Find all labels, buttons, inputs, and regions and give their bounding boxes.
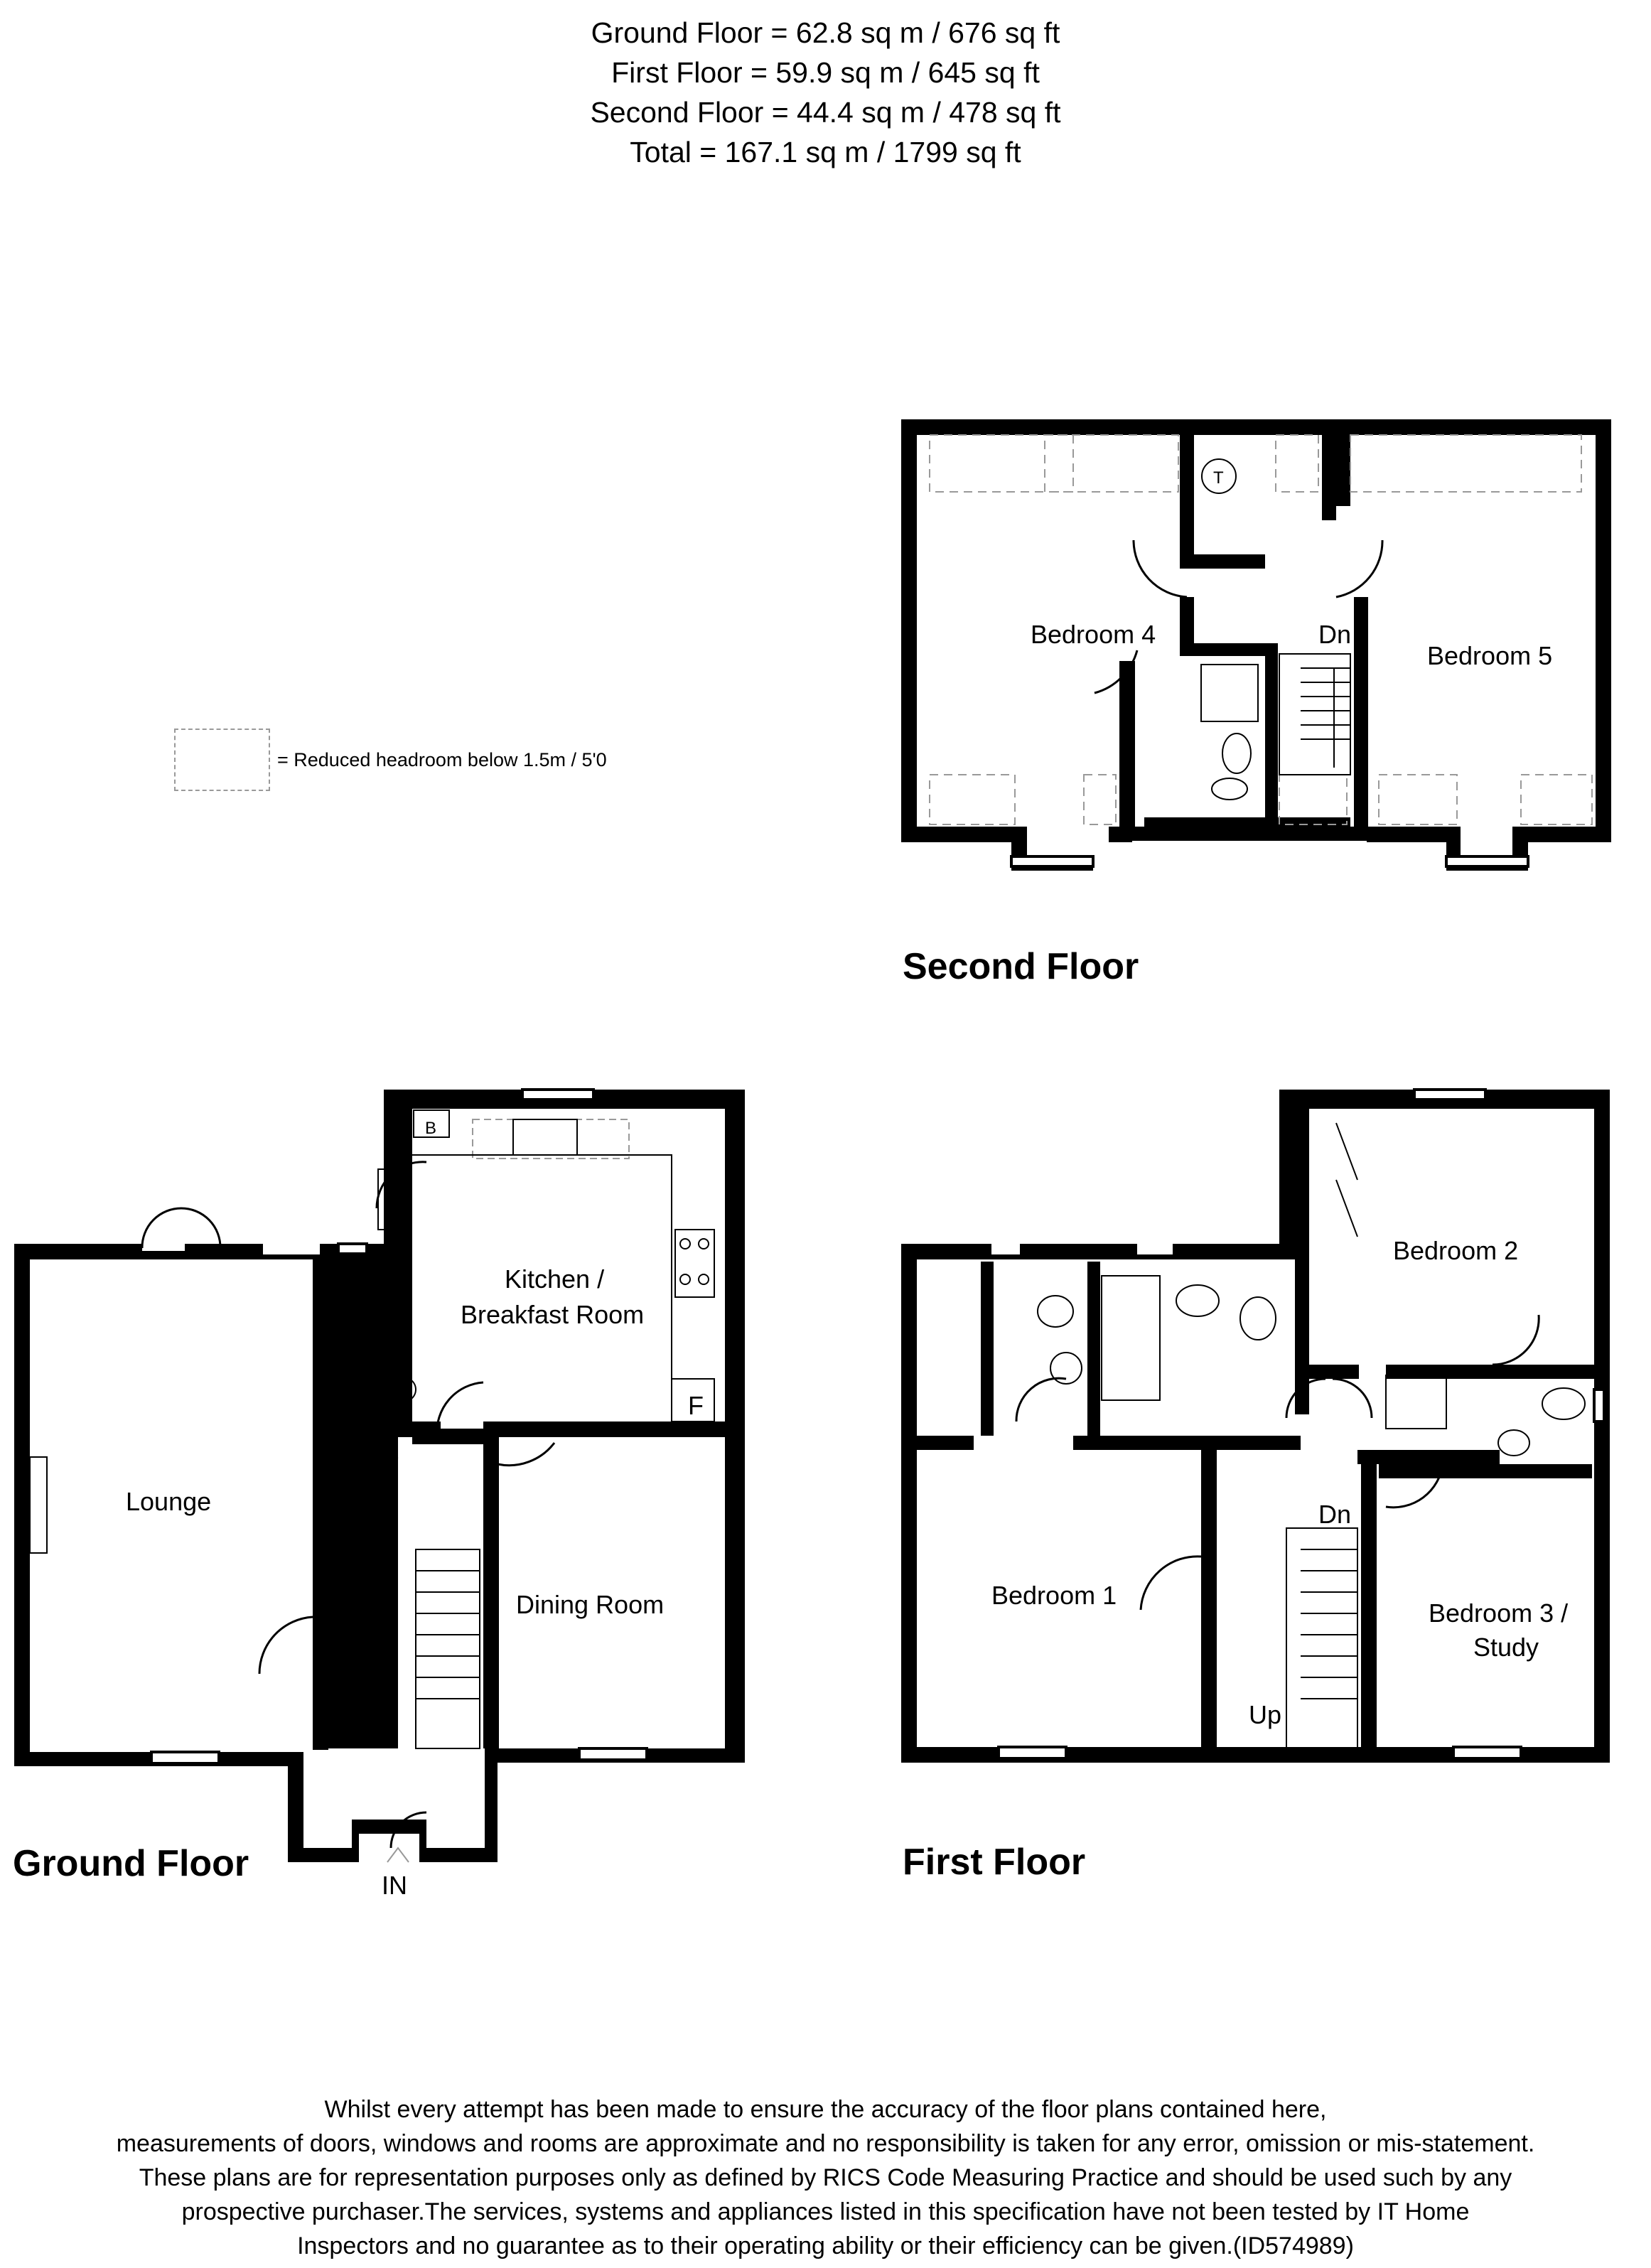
disclaimer-line: prospective purchaser.The services, syst… [181, 2198, 1470, 2225]
legend-text: = Reduced headroom below 1.5m / 5'0 [277, 748, 607, 770]
disclaimer-line: Inspectors and no guarantee as to their … [297, 2232, 1354, 2259]
disclaimer-line: These plans are for representation purpo… [139, 2164, 1512, 2191]
first-floor-plan [901, 1088, 1610, 1763]
room-bedroom-4: Bedroom 4 [1031, 620, 1156, 649]
room-bedroom-5: Bedroom 5 [1427, 641, 1552, 670]
room-bedroom-3-line2: Study [1473, 1633, 1539, 1662]
boiler-label: B [425, 1119, 436, 1138]
first-floor-title: First Floor [903, 1842, 1086, 1883]
hot-water-tank: T [1213, 468, 1224, 488]
room-bedroom-3-line1: Bedroom 3 / [1429, 1598, 1568, 1628]
room-bedroom-2: Bedroom 2 [1393, 1236, 1518, 1265]
stairs-dn-second: Dn [1318, 620, 1351, 649]
stairs-up-ground: Up [357, 1705, 390, 1734]
area-summary: Ground Floor = 62.8 sq m / 676 sq ft Fir… [0, 13, 1651, 172]
ground-floor-title: Ground Floor [13, 1843, 249, 1884]
area-total: Total = 167.1 sq m / 1799 sq ft [630, 136, 1021, 168]
disclaimer: Whilst every attempt has been made to en… [0, 2092, 1651, 2263]
room-lounge: Lounge [126, 1487, 211, 1516]
second-floor-title: Second Floor [903, 946, 1139, 987]
stairs-up-first: Up [1249, 1700, 1281, 1729]
entrance-label: IN [382, 1871, 407, 1900]
reduced-headroom-swatch [174, 729, 270, 791]
room-kitchen-line2: Breakfast Room [461, 1300, 644, 1329]
room-kitchen-line1: Kitchen / [505, 1264, 604, 1294]
disclaimer-line: Whilst every attempt has been made to en… [324, 2096, 1327, 2123]
disclaimer-line: measurements of doors, windows and rooms… [116, 2130, 1535, 2157]
area-second: Second Floor = 44.4 sq m / 478 sq ft [590, 96, 1061, 129]
area-ground: Ground Floor = 62.8 sq m / 676 sq ft [591, 16, 1060, 49]
second-floor-plan [901, 419, 1611, 871]
ground-floor-plan [14, 1088, 745, 1863]
legend: = Reduced headroom below 1.5m / 5'0 [174, 729, 607, 791]
stairs-dn-first: Dn [1318, 1500, 1351, 1529]
area-first: First Floor = 59.9 sq m / 645 sq ft [611, 56, 1040, 89]
fridge-label: F [688, 1391, 704, 1420]
room-dining: Dining Room [516, 1590, 664, 1619]
room-bedroom-1: Bedroom 1 [991, 1581, 1117, 1610]
